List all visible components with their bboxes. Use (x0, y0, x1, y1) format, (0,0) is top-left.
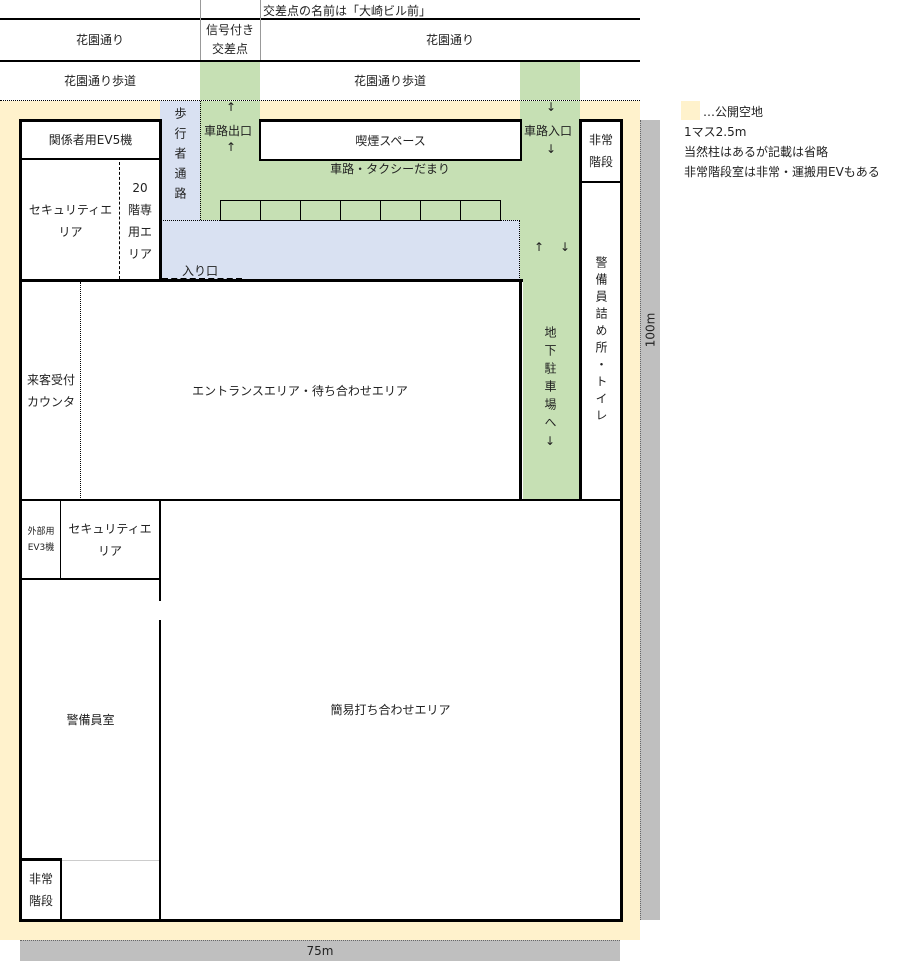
emergency-stairs-top-room (579, 119, 623, 183)
top-row (0, 0, 640, 20)
car-entrance-lane (520, 101, 580, 500)
wall (159, 620, 161, 920)
intersection-name-note: 交差点の名前は「大崎ビル前」 (263, 4, 432, 18)
divider (0, 60, 640, 62)
legend-swatch (681, 101, 700, 120)
floor20-area: 20階専用エリア (127, 180, 152, 261)
legend-public-space: …公開空地 (703, 105, 764, 119)
dotted-line (0, 100, 640, 101)
parking-slot (220, 200, 260, 221)
parking-slot (380, 200, 420, 221)
smoking-space: 喫煙スペース (259, 119, 522, 161)
entrance-label: 入り口 (182, 264, 219, 278)
parking-slot (460, 200, 501, 221)
guard-room: 警備員室 (66, 713, 115, 727)
sidewalk-crossing-exit (200, 62, 260, 100)
legend-stairs-note: 非常階段室は非常・運搬用EVもある (684, 165, 880, 179)
legend-pillars-note: 当然柱はあるが記載は省略 (684, 145, 829, 159)
external-ev: 外部用EV3機 (22, 501, 61, 579)
security-area-bottom: セキュリティエリア (68, 522, 152, 558)
parking-slot (340, 200, 380, 221)
pedestrian-path-label: 歩行者通路 (173, 107, 187, 207)
arrow-up: ↑ (226, 140, 237, 154)
taxi-pool (260, 160, 520, 220)
arrow-up: ↑ (534, 240, 545, 254)
parking-slot (420, 200, 460, 221)
street-right: 花園通り (425, 33, 474, 47)
reception-counter: 来客受付カウンタ (22, 282, 81, 500)
lower-top-dotted (60, 499, 520, 500)
parking-slot (260, 200, 300, 221)
parking-slot (300, 200, 340, 221)
arrow-down: ↓ (546, 100, 557, 114)
sidewalk-right: 花園通り歩道 (353, 74, 426, 88)
height-dimension-bar: 100m (640, 120, 660, 920)
floor-right (519, 279, 522, 502)
wall (159, 501, 161, 601)
sidewalk-left: 花園通り歩道 (63, 74, 136, 88)
staff-ev: 関係者用EV5機 (22, 122, 159, 160)
arrow-up: ↑ (226, 100, 237, 114)
height-label: 100m (643, 312, 658, 348)
car-entrance-label: 車路入口 (524, 124, 573, 138)
pedestrian-plaza (160, 220, 520, 280)
arrow-down: ↓ (546, 142, 557, 156)
width-dimension-bar: 75m (20, 940, 620, 961)
wall (22, 578, 160, 580)
emergency-stairs-bottom: 非常階段 (28, 872, 53, 908)
legend-grid-scale: 1マス2.5m (684, 125, 747, 139)
signal-intersection: 信号付き交差点 (205, 23, 254, 56)
taxi-pool-label: 車路・タクシーだまり (330, 162, 450, 176)
guard-post-room (579, 181, 623, 502)
guard-post: 警備員詰め所・トイレ (594, 256, 608, 426)
lower-floor (19, 499, 623, 922)
emergency-stairs-top: 非常階段 (588, 133, 613, 169)
street-left: 花園通り (75, 33, 124, 47)
arrow-down: ↓ (560, 240, 571, 254)
col-line (200, 0, 201, 60)
emergency-stairs-bottom-room (19, 858, 62, 922)
security-area-top: セキュリティエリア (22, 162, 120, 279)
sidewalk-crossing-entrance (520, 62, 580, 100)
parking-slots (220, 200, 501, 221)
meeting-area: 簡易打ち合わせエリア (330, 703, 451, 717)
width-label: 75m (306, 944, 334, 958)
entrance-area: エントランスエリア・待ち合わせエリア (81, 282, 519, 500)
car-exit-label: 車路出口 (204, 124, 253, 138)
gridline (60, 860, 159, 861)
underground-parking-label: 地下駐車場へ↓ (543, 326, 557, 454)
col-line (260, 0, 261, 60)
